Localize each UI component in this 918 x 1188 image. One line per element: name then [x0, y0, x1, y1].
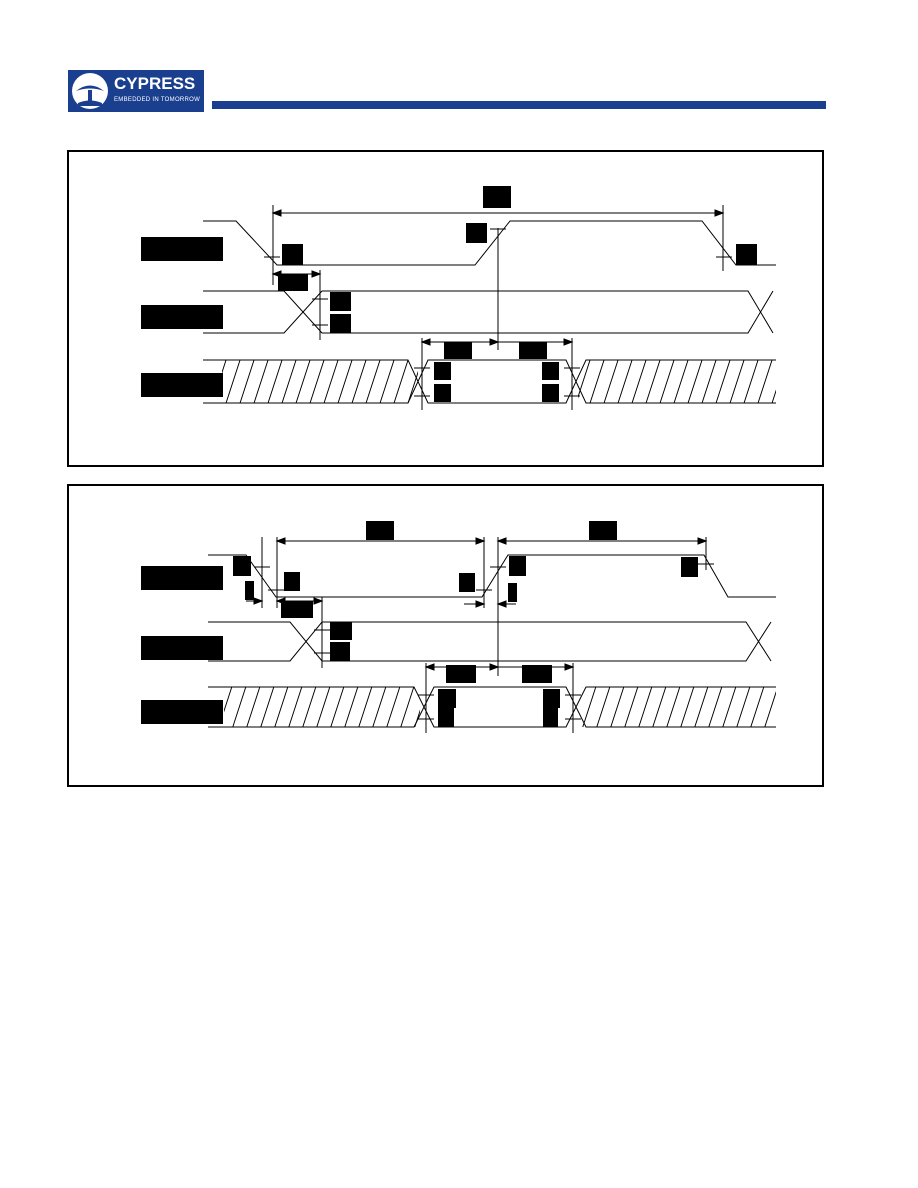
- param-block: [483, 186, 511, 208]
- param-block: [543, 689, 560, 708]
- param-block: [542, 362, 559, 380]
- param-block: [330, 642, 350, 661]
- hatched-region-3b: [578, 360, 776, 403]
- param-block: [282, 244, 303, 265]
- param-block: [438, 689, 456, 708]
- param-block: [589, 521, 617, 540]
- waveform-1: [203, 220, 776, 266]
- param-block: [459, 573, 475, 592]
- header-rule: [212, 101, 826, 109]
- param-block: [434, 384, 451, 402]
- param-block: [519, 342, 547, 359]
- bus-3-top: [208, 686, 776, 728]
- hatched-region-3b: [582, 687, 776, 727]
- param-block: [438, 708, 454, 727]
- timing-panel-1: [67, 150, 824, 467]
- logo-wordmark: CYPRESS: [114, 74, 196, 93]
- param-block: [542, 384, 559, 402]
- bus-2-bottom: [208, 621, 772, 662]
- signal-label-block-2: [141, 636, 223, 660]
- bus-3-top: [203, 359, 776, 404]
- hatched-region-3a: [224, 687, 420, 727]
- param-block: [681, 557, 698, 577]
- timing-panel-2: [67, 484, 824, 787]
- param-block: [466, 223, 487, 243]
- bus-3-bottom: [208, 686, 776, 728]
- param-block: [330, 622, 352, 640]
- logo-tagline: EMBEDDED IN TOMORROW: [114, 97, 201, 103]
- param-block: [508, 583, 517, 602]
- bus-2-top: [203, 290, 774, 334]
- param-block: [736, 244, 757, 265]
- param-block: [330, 292, 351, 311]
- bus-2-top: [208, 621, 772, 662]
- signal-label-block-3: [141, 373, 223, 397]
- param-block: [509, 556, 526, 576]
- param-block: [543, 708, 558, 727]
- signal-label-block-1: [141, 566, 223, 590]
- param-block: [330, 314, 351, 333]
- param-block: [366, 521, 394, 540]
- param-block: [522, 665, 552, 683]
- param-block: [278, 274, 308, 291]
- signal-label-block-3: [141, 700, 223, 724]
- param-block: [444, 342, 472, 359]
- timing-diagram-1: [141, 186, 776, 410]
- param-block: [233, 556, 251, 576]
- param-block: [281, 601, 313, 618]
- param-block: [245, 581, 254, 600]
- param-block: [284, 572, 300, 591]
- cypress-logo: CYPRESS EMBEDDED IN TOMORROW: [68, 70, 204, 112]
- bus-3-bottom: [203, 359, 776, 404]
- signal-label-block-2: [141, 305, 223, 329]
- param-block: [446, 665, 476, 683]
- bus-2-bottom: [203, 290, 774, 334]
- signal-label-block-1: [141, 237, 223, 261]
- timing-diagram-2: [141, 521, 776, 733]
- tree-logo-icon: [72, 73, 108, 109]
- param-block: [434, 362, 451, 380]
- hatched-region-3a: [222, 360, 418, 403]
